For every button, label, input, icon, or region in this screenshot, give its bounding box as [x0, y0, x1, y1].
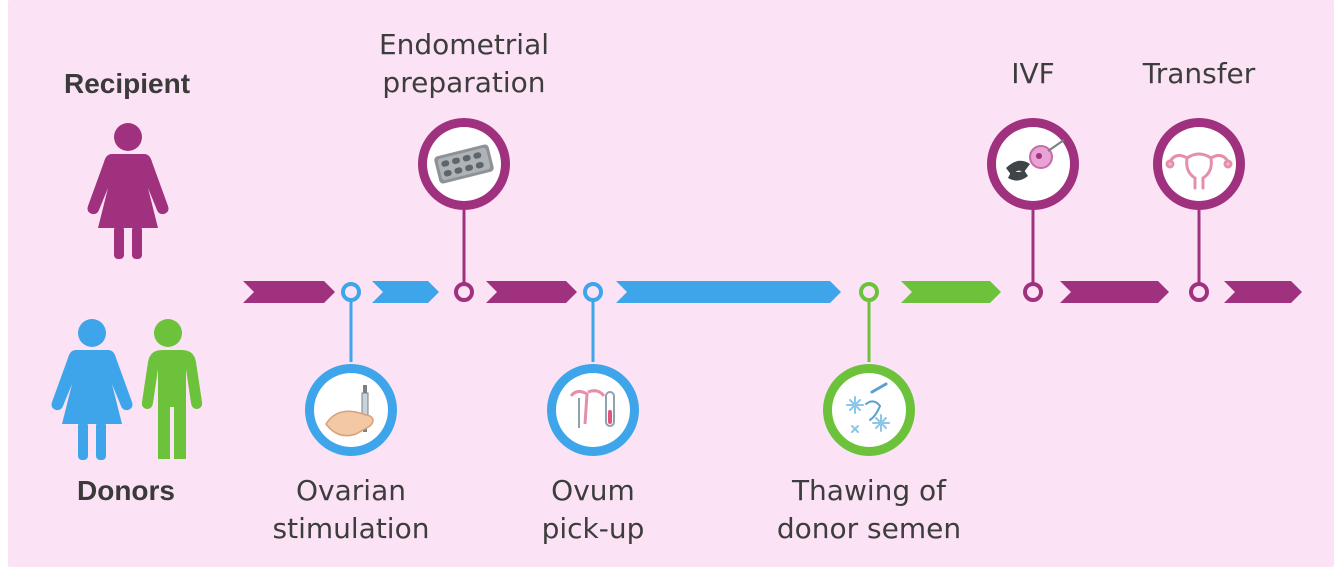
uterus-icon	[1165, 152, 1233, 190]
label-line: Ovum	[551, 474, 635, 507]
label-line: Transfer	[1142, 57, 1256, 90]
label-ovum-pick-up: Ovum pick-up	[523, 472, 663, 548]
donor-male-figure-icon	[141, 319, 203, 459]
label-line: Thawing of	[791, 474, 947, 507]
pin-ovum-pick-up	[547, 282, 639, 456]
arrow-segment-recipient	[1224, 281, 1302, 303]
label-line: pick-up	[541, 512, 645, 545]
arrow-segment-donor	[372, 281, 439, 303]
arrow-segment-recipient	[486, 281, 577, 303]
pin-transfer	[1153, 118, 1245, 302]
pin-endometrial-preparation	[418, 118, 510, 302]
label-line: Ovarian	[296, 474, 406, 507]
arrow-segment-recipient	[1060, 281, 1169, 303]
pin-thawing-donor-semen	[823, 282, 915, 456]
recipient-label: Recipient	[64, 68, 191, 99]
syringe-hand-icon	[325, 385, 374, 437]
label-thawing-donor-semen: Thawing of donor semen	[769, 472, 969, 548]
donor-female-figure-icon	[51, 319, 133, 460]
timeline-arrows	[243, 281, 1302, 303]
arrow-segment-donor	[616, 281, 841, 303]
pill-blister-icon	[434, 144, 494, 184]
label-line: Endometrial	[378, 28, 550, 61]
label-line: preparation	[382, 66, 546, 99]
frozen-sample-icon	[846, 382, 890, 433]
label-ivf: IVF	[983, 55, 1083, 93]
label-line: stimulation	[272, 512, 430, 545]
label-ovarian-stimulation: Ovarian stimulation	[271, 472, 431, 548]
micro-injection-icon	[1006, 139, 1065, 181]
arrow-segment-semen	[901, 281, 1001, 303]
label-line: donor semen	[776, 512, 962, 545]
donors-label: Donors	[77, 475, 175, 506]
recipient-figure-icon	[87, 123, 169, 259]
pin-ovarian-stimulation	[305, 282, 397, 456]
ivf-donor-timeline: Recipient Donors Endometrial preparation…	[8, 0, 1334, 567]
label-endometrial-preparation: Endometrial preparation	[354, 26, 574, 102]
arrow-segment-recipient	[243, 281, 335, 303]
label-transfer: Transfer	[1119, 55, 1279, 93]
timeline-graphic	[51, 118, 1302, 460]
test-tubes-icon	[569, 389, 615, 428]
label-line: IVF	[1011, 57, 1055, 90]
pin-ivf	[987, 118, 1079, 302]
